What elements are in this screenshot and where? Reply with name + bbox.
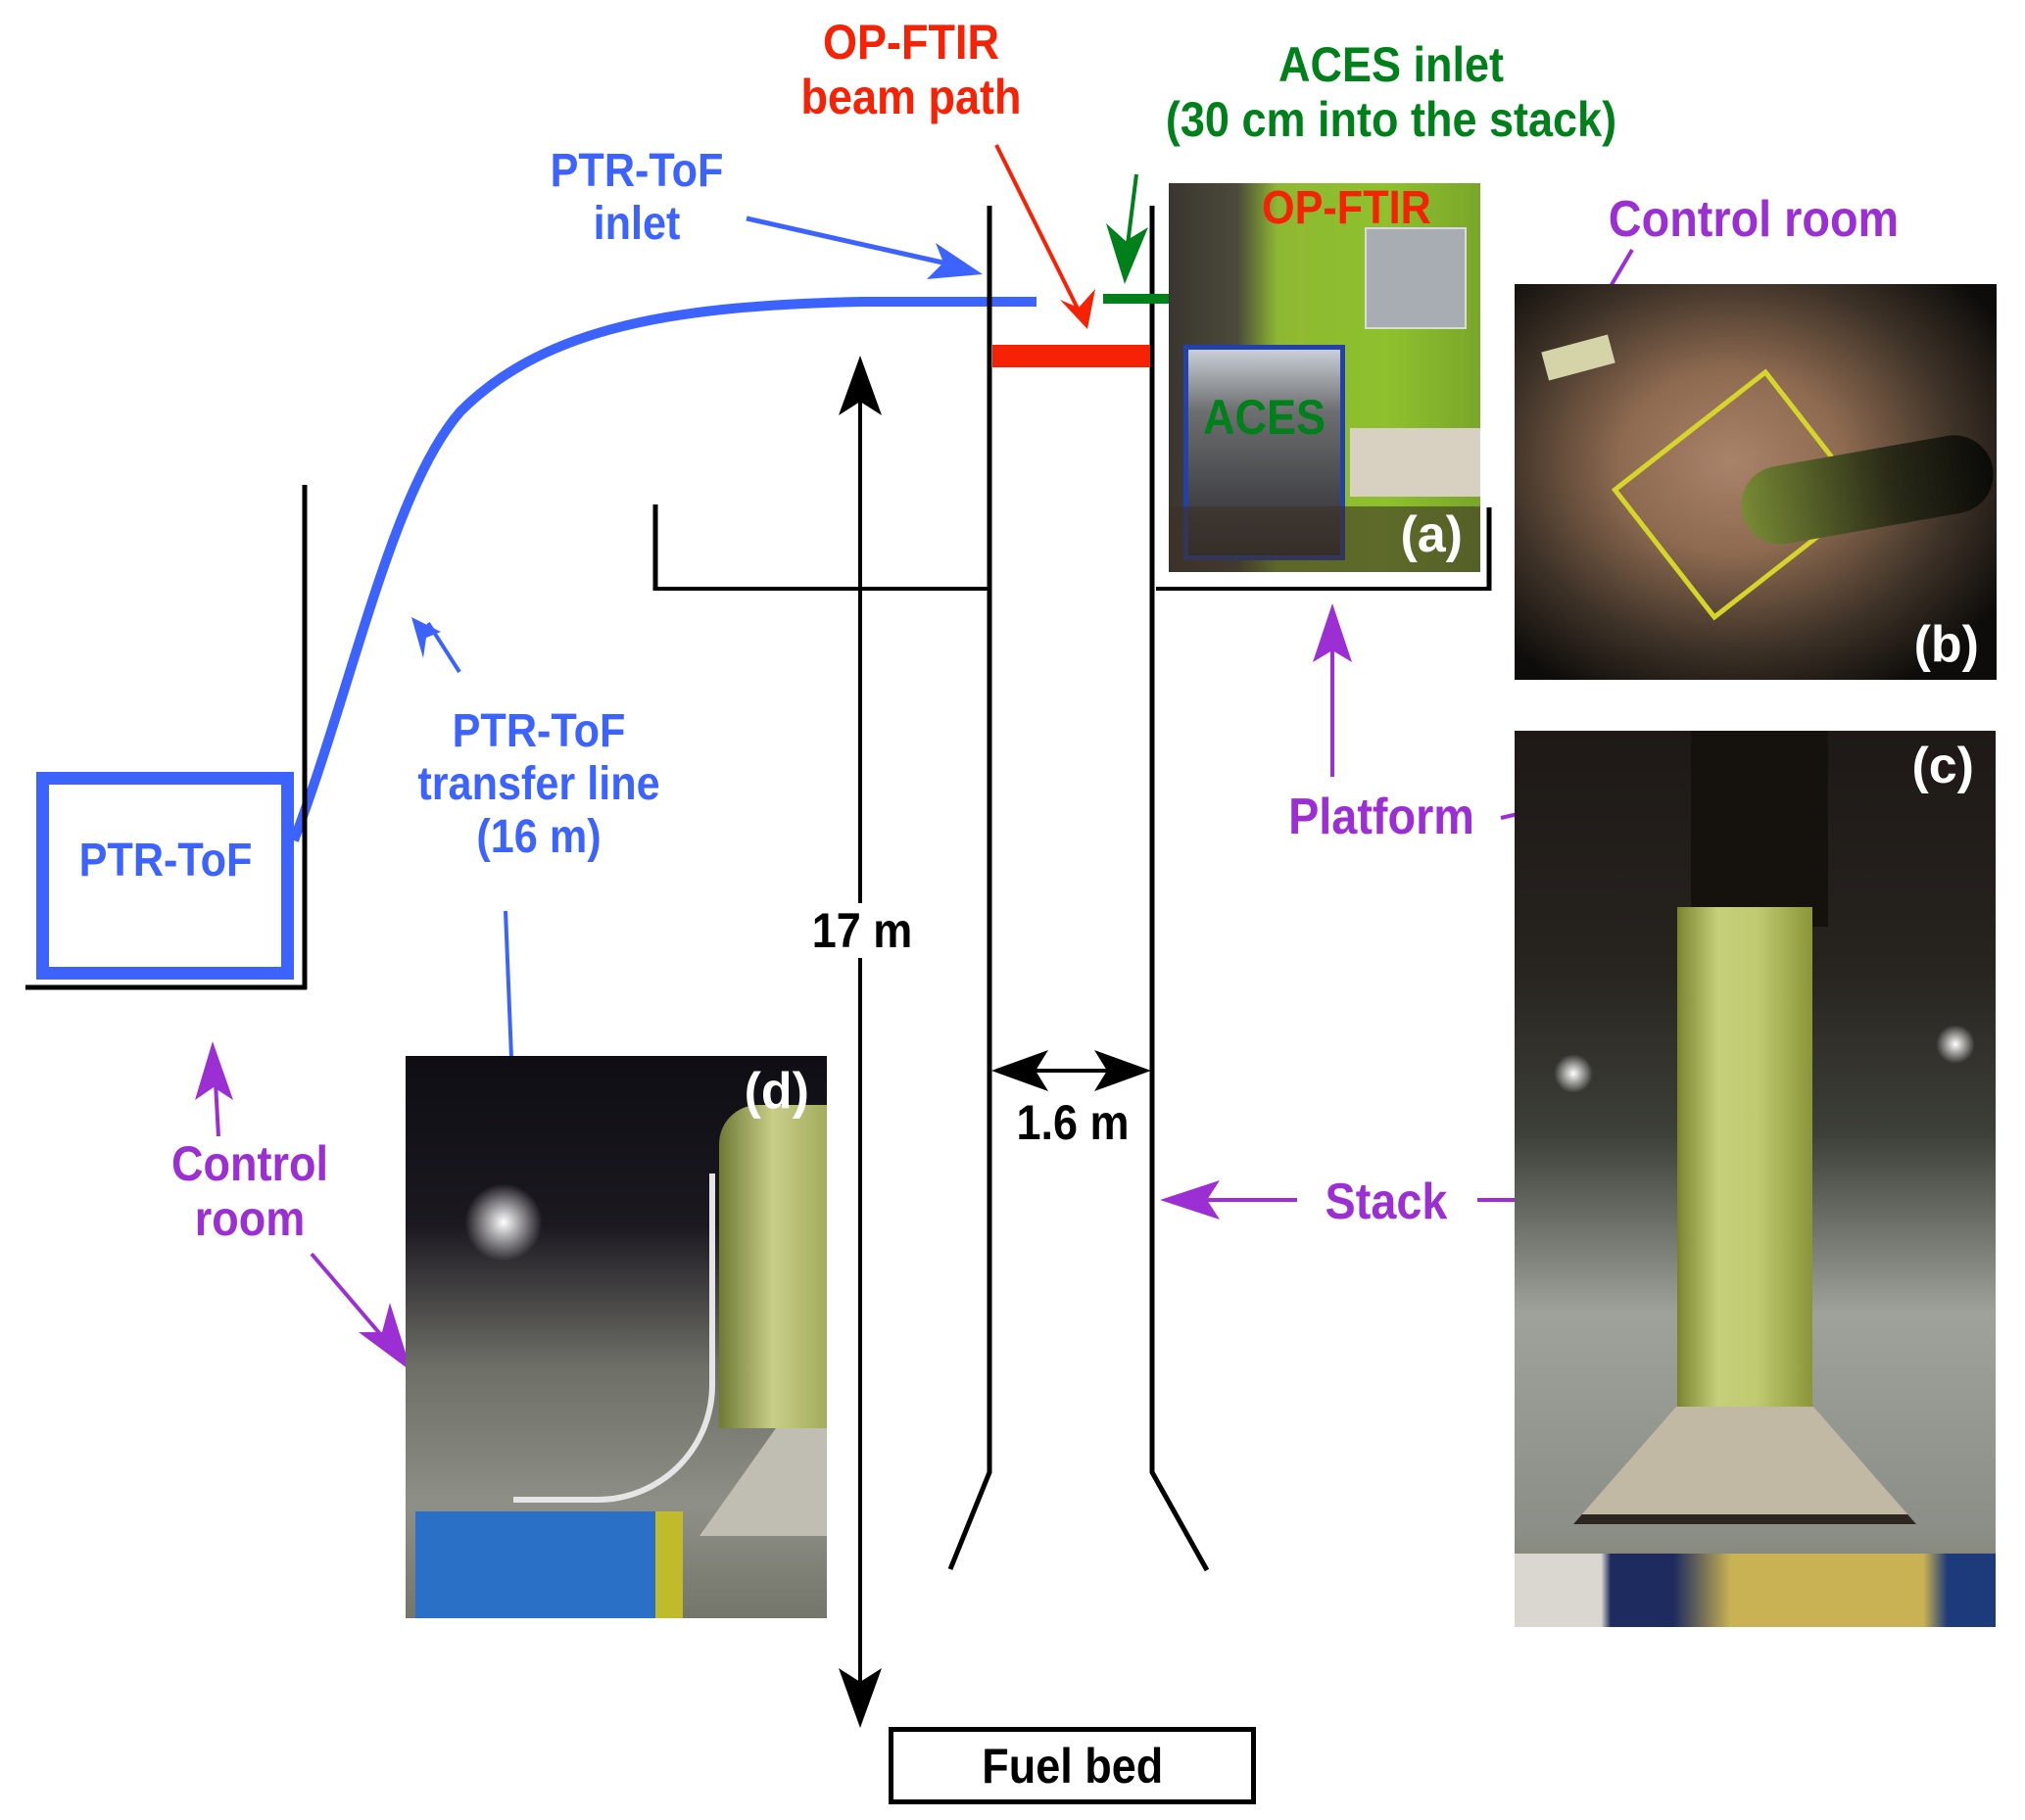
control-room-photo-arrow-line [310, 1252, 389, 1344]
photo-d-stack [719, 1105, 827, 1428]
aces-inlet-line [1103, 294, 1174, 304]
photo-a-tag: (a) [1400, 506, 1463, 563]
platform-arrow-head [1313, 603, 1352, 662]
photo-d-transfer-tube [513, 1173, 715, 1503]
aces-arrow-head [1106, 223, 1148, 284]
opftir-beam-label-line2: beam path [800, 70, 1022, 124]
aces-inlet-label-line2: (30 cm into the stack) [1165, 92, 1617, 147]
photo-c-stack-body [1677, 907, 1812, 1431]
control-room-photo-arrow-head [359, 1303, 411, 1371]
photo-d-yellow-box [655, 1511, 683, 1618]
photo-c-stack-hood: (c) [1515, 731, 1996, 1627]
photo-d-blue-box [415, 1511, 660, 1618]
control-room-left-arrow-head [195, 1041, 233, 1100]
ptr-inlet-arrow-line [746, 216, 961, 269]
fuel-bed-box: Fuel bed [889, 1727, 1256, 1804]
photo-a-floor [1169, 506, 1480, 572]
photo-b-tag: (b) [1913, 616, 1979, 673]
opftir-beam-label-line1: OP-FTIR [823, 15, 999, 70]
photo-c-hood [1573, 1407, 1916, 1524]
opftir-arrow-line [994, 144, 1080, 310]
aces-inlet-label-line1: ACES inlet [1278, 37, 1505, 92]
control-room-left-label-line2: room [194, 1191, 306, 1246]
fuel-bed-label: Fuel bed [981, 1738, 1164, 1794]
photo-b-control-room-window [1541, 334, 1615, 381]
photo-d-hood [699, 1428, 827, 1536]
diameter-label: 1.6 m [1016, 1095, 1130, 1150]
control-room-right-label: Control room [1608, 191, 1900, 248]
opftir-beam-bar [992, 345, 1150, 367]
control-room-left-label: Control room [140, 1136, 361, 1246]
photo-d-transfer-line: (d) [406, 1056, 827, 1618]
photo-a-cloth [1350, 428, 1480, 497]
photo-b-top-view: (b) [1515, 284, 1997, 680]
ptr-tof-instrument-label: PTR-ToF [78, 835, 253, 886]
ptr-inlet-label: PTR-ToF inlet [505, 145, 769, 251]
ptr-inlet-arrow-head [927, 243, 983, 279]
photo-a-aces-overlay: ACES [1203, 390, 1326, 445]
aces-inlet-label: ACES inlet (30 cm into the stack) [1109, 37, 1673, 147]
diameter-arrow-right-head [1094, 1050, 1151, 1091]
ptr-transfer-line [289, 297, 1037, 842]
photo-a-ftir-unit [1365, 227, 1467, 329]
stack-label: Stack [1325, 1173, 1448, 1230]
ptr-tof-instrument-box [36, 772, 294, 980]
control-room-left-arrow-line [214, 1081, 220, 1137]
stack-left-wall [947, 206, 992, 1570]
photo-c-equipment [1515, 1554, 1996, 1627]
photo-c-stack-top [1691, 731, 1828, 927]
photo-c-tag: (c) [1911, 738, 1974, 794]
ptr-inlet-label-line1: PTR-ToF [550, 145, 724, 197]
diameter-arrow-left-head [991, 1050, 1048, 1091]
ptr-transfer-label-line3: (16 m) [476, 810, 602, 863]
photo-d-tag: (d) [744, 1063, 809, 1120]
photo-c-light-left [1554, 1054, 1593, 1093]
photo-a-aces-platform: OP-FTIR ACES (a) [1169, 183, 1480, 572]
height-arrow-up-head [839, 356, 882, 415]
photo-a-opftir-overlay: OP-FTIR [1262, 183, 1431, 234]
transfer-arrow-head [411, 617, 441, 658]
ptr-inlet-label-line2: inlet [593, 197, 681, 250]
opftir-arrow-head [1060, 289, 1095, 329]
ptr-transfer-label-line1: PTR-ToF [452, 705, 626, 757]
stack-left-arrow-head [1160, 1180, 1220, 1220]
height-label: 17 m [792, 903, 933, 958]
opftir-beam-label: OP-FTIR beam path [761, 15, 1061, 124]
platform-label: Platform [1288, 789, 1474, 845]
ptr-transfer-label-line2: transfer line [417, 757, 660, 810]
control-room-left-label-line1: Control [171, 1136, 328, 1191]
ptr-transfer-label: PTR-ToF transfer line (16 m) [380, 705, 698, 863]
photo-c-light-right [1936, 1025, 1975, 1064]
stack-right-wall [1149, 206, 1210, 1572]
height-arrow-down-head [839, 1668, 882, 1728]
